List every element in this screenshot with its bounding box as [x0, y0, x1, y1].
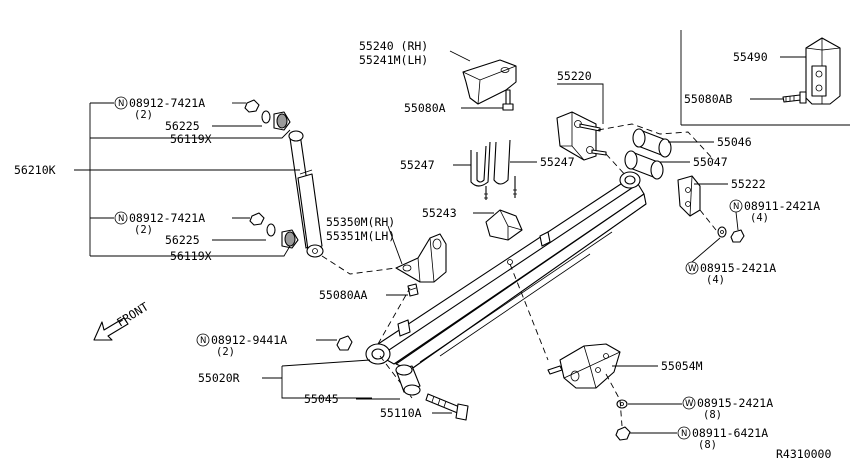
label-55080AA: 55080AA [319, 288, 368, 302]
dashed-link-shackle [597, 123, 717, 231]
axle-bracket [395, 233, 447, 297]
label-55490: 55490 [733, 50, 768, 64]
svg-text:N: N [681, 429, 687, 439]
shackle-assembly [556, 111, 701, 217]
label-55080A: 55080A [404, 101, 446, 115]
u-bolts [470, 139, 517, 200]
qty-08911-6421A: (8) [698, 439, 717, 451]
leader-55220 [557, 83, 604, 124]
label-55350M: 55350M(RH) [326, 215, 395, 229]
label-55240: 55240 (RH) [359, 39, 428, 53]
inset-box [680, 30, 850, 126]
label-55020R: 55020R [198, 371, 240, 385]
callout-nut-6421: N 08911-6421A (8) [677, 426, 768, 451]
callout-nut-lower: N 08912-7421A (2) [114, 211, 205, 236]
shock-upper-hardware [244, 99, 291, 131]
label-08915-2421A: 08915-2421A [700, 261, 776, 275]
label-55054M: 55054M [661, 359, 703, 373]
leader-08915-2421A [691, 237, 721, 263]
svg-text:N: N [733, 202, 739, 212]
label-55243: 55243 [422, 206, 457, 220]
svg-text:W: W [688, 264, 697, 274]
upper-mount-bracket [462, 59, 517, 111]
label-55241M: 55241M(LH) [359, 53, 428, 67]
label-55045: 55045 [304, 392, 339, 406]
front-hanger [547, 343, 621, 389]
label-56119X-lower: 56119X [170, 249, 212, 263]
label-55110A: 55110A [380, 406, 422, 420]
leader-55350M [387, 225, 403, 265]
label-56225-upper: 56225 [165, 119, 200, 133]
leader-55240 [449, 50, 471, 62]
label-08912-7421A-lower: 08912-7421A [129, 211, 205, 225]
qty-08915-2421A-8: (8) [703, 409, 722, 421]
label-55080AB: 55080AB [684, 92, 733, 106]
label-55247-left: 55247 [400, 158, 435, 172]
spring-spacer [485, 209, 523, 241]
callout-nut-upper: N 08912-7421A (2) [114, 96, 205, 121]
label-08911-2421A: 08911-2421A [744, 199, 820, 213]
callout-08911-2421A: N 08911-2421A (4) [729, 199, 820, 224]
label-56225-lower: 56225 [165, 233, 200, 247]
callout-nut-9441: N 08912-9441A (2) [196, 333, 287, 358]
label-56119X-upper: 56119X [170, 132, 212, 146]
shock-absorber [288, 130, 324, 258]
label-55247-right: 55247 [540, 155, 575, 169]
qty-08915-2421A: (4) [706, 274, 725, 286]
label-08912-7421A-upper: 08912-7421A [129, 96, 205, 110]
label-08915-2421A-8: 08915-2421A [697, 396, 773, 410]
svg-text:N: N [118, 214, 124, 224]
tree-55020R [262, 359, 372, 399]
label-08911-6421A: 08911-6421A [692, 426, 768, 440]
qty-08911-2421A: (4) [750, 212, 769, 224]
svg-text:N: N [118, 99, 124, 109]
shock-lower-hardware [249, 212, 299, 249]
nut-washer-2421 [717, 226, 745, 243]
label-55047: 55047 [693, 155, 728, 169]
front-label: FRONT [114, 299, 151, 329]
dashed-link-shock [321, 255, 397, 275]
qty-08912-7421A-upper: (2) [134, 109, 153, 121]
reference-code: R4310000 [776, 447, 831, 461]
label-56210K: 56210K [14, 163, 56, 177]
label-55220: 55220 [557, 69, 592, 83]
svg-text:N: N [200, 336, 206, 346]
callout-washer-8: W 08915-2421A (8) [682, 396, 773, 421]
label-55046: 55046 [717, 135, 752, 149]
spring-bushing [395, 364, 421, 396]
label-55351M: 55351M(LH) [326, 229, 395, 243]
tree-56210K [74, 102, 300, 257]
front-arrow: FRONT [93, 299, 151, 341]
qty-08912-7421A-lower: (2) [134, 224, 153, 236]
svg-text:W: W [685, 399, 694, 409]
qty-08912-9441A: (2) [216, 346, 235, 358]
label-55222: 55222 [731, 177, 766, 191]
label-08912-9441A: 08912-9441A [211, 333, 287, 347]
leader-08911-2421A [735, 211, 739, 231]
nut-9441 [336, 335, 353, 351]
callout-08915-2421A: W 08915-2421A (4) [685, 261, 776, 286]
hanger-hardware [615, 399, 631, 441]
spring-bolt [425, 393, 469, 421]
leaf-spring [365, 171, 647, 371]
